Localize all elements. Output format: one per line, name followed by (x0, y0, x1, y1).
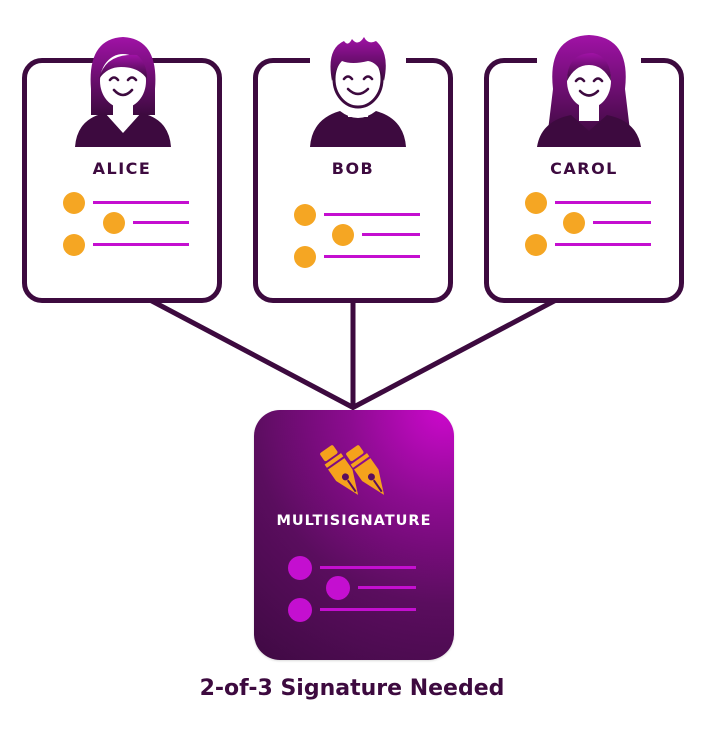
document-lines-icon (294, 204, 420, 268)
signer-name-carol: CAROL (550, 159, 618, 178)
document-lines-icon (288, 556, 416, 622)
document-lines-icon (63, 192, 189, 256)
connector-alice (148, 297, 356, 411)
fountain-pens-icon (320, 445, 385, 495)
signer-card-bob: BOB (253, 37, 453, 303)
document-lines-icon (525, 192, 651, 256)
woman-avatar-icon (75, 37, 171, 147)
multisignature-box: MULTISIGNATURE (254, 410, 454, 660)
man-avatar-icon (310, 37, 406, 147)
woman-long-hair-avatar-icon (537, 35, 641, 147)
multisignature-title: MULTISIGNATURE (276, 513, 432, 529)
connector-carol (350, 297, 558, 411)
signer-name-bob: BOB (331, 159, 375, 178)
signer-card-alice: ALICE (22, 37, 222, 303)
signer-name-alice: ALICE (92, 159, 152, 178)
caption: 2-of-3 Signature Needed (199, 676, 505, 701)
signer-card-carol: CAROL (484, 35, 684, 303)
